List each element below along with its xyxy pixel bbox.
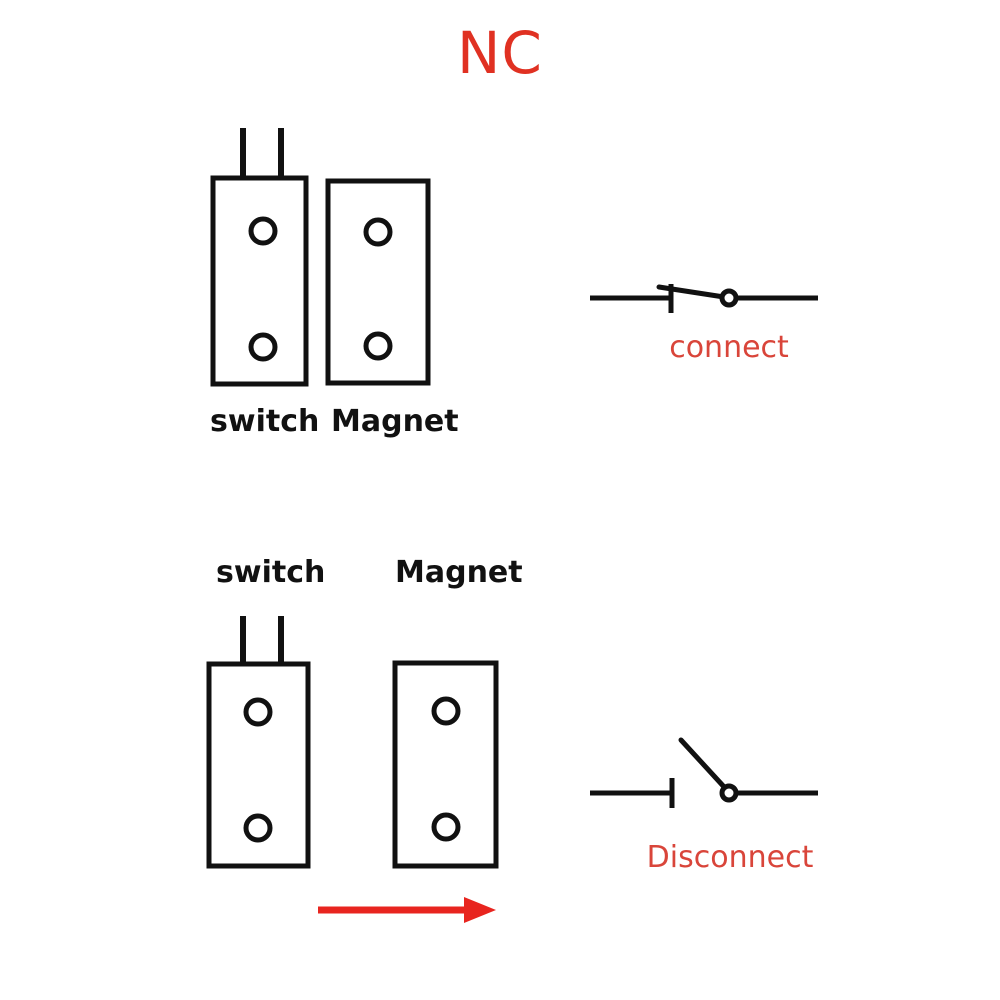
schematic-blade-closed: [656, 284, 727, 300]
switch-hole-bottom-open: [243, 813, 273, 843]
switch-hole-bottom: [248, 332, 278, 362]
schematic-caption-connect: connect: [669, 330, 789, 365]
schematic-caption-disconnect: Disconnect: [646, 840, 814, 875]
switch-body-open: [206, 661, 311, 869]
schematic-pivot-open: [719, 783, 739, 803]
schematic-pivot-closed: [719, 288, 739, 308]
magnet-body: [325, 178, 431, 386]
magnet-hole-top: [363, 217, 393, 247]
page-title: NC: [457, 19, 543, 87]
switch-hole-top: [248, 216, 278, 246]
switch-label-open: switch: [216, 555, 326, 590]
magnet-hole-top-open: [431, 696, 461, 726]
magnet-label-closed: Magnet: [331, 404, 459, 439]
switch-label-closed: switch: [210, 404, 320, 439]
magnet-body-open: [392, 660, 499, 869]
switch-hole-top-open: [243, 697, 273, 727]
magnet-hole-bottom: [363, 331, 393, 361]
motion-arrow-head: [464, 897, 496, 923]
magnet-label-open: Magnet: [395, 555, 523, 590]
magnet-hole-bottom-open: [431, 812, 461, 842]
schematic-blade-open: [678, 737, 729, 792]
switch-body: [210, 175, 309, 387]
